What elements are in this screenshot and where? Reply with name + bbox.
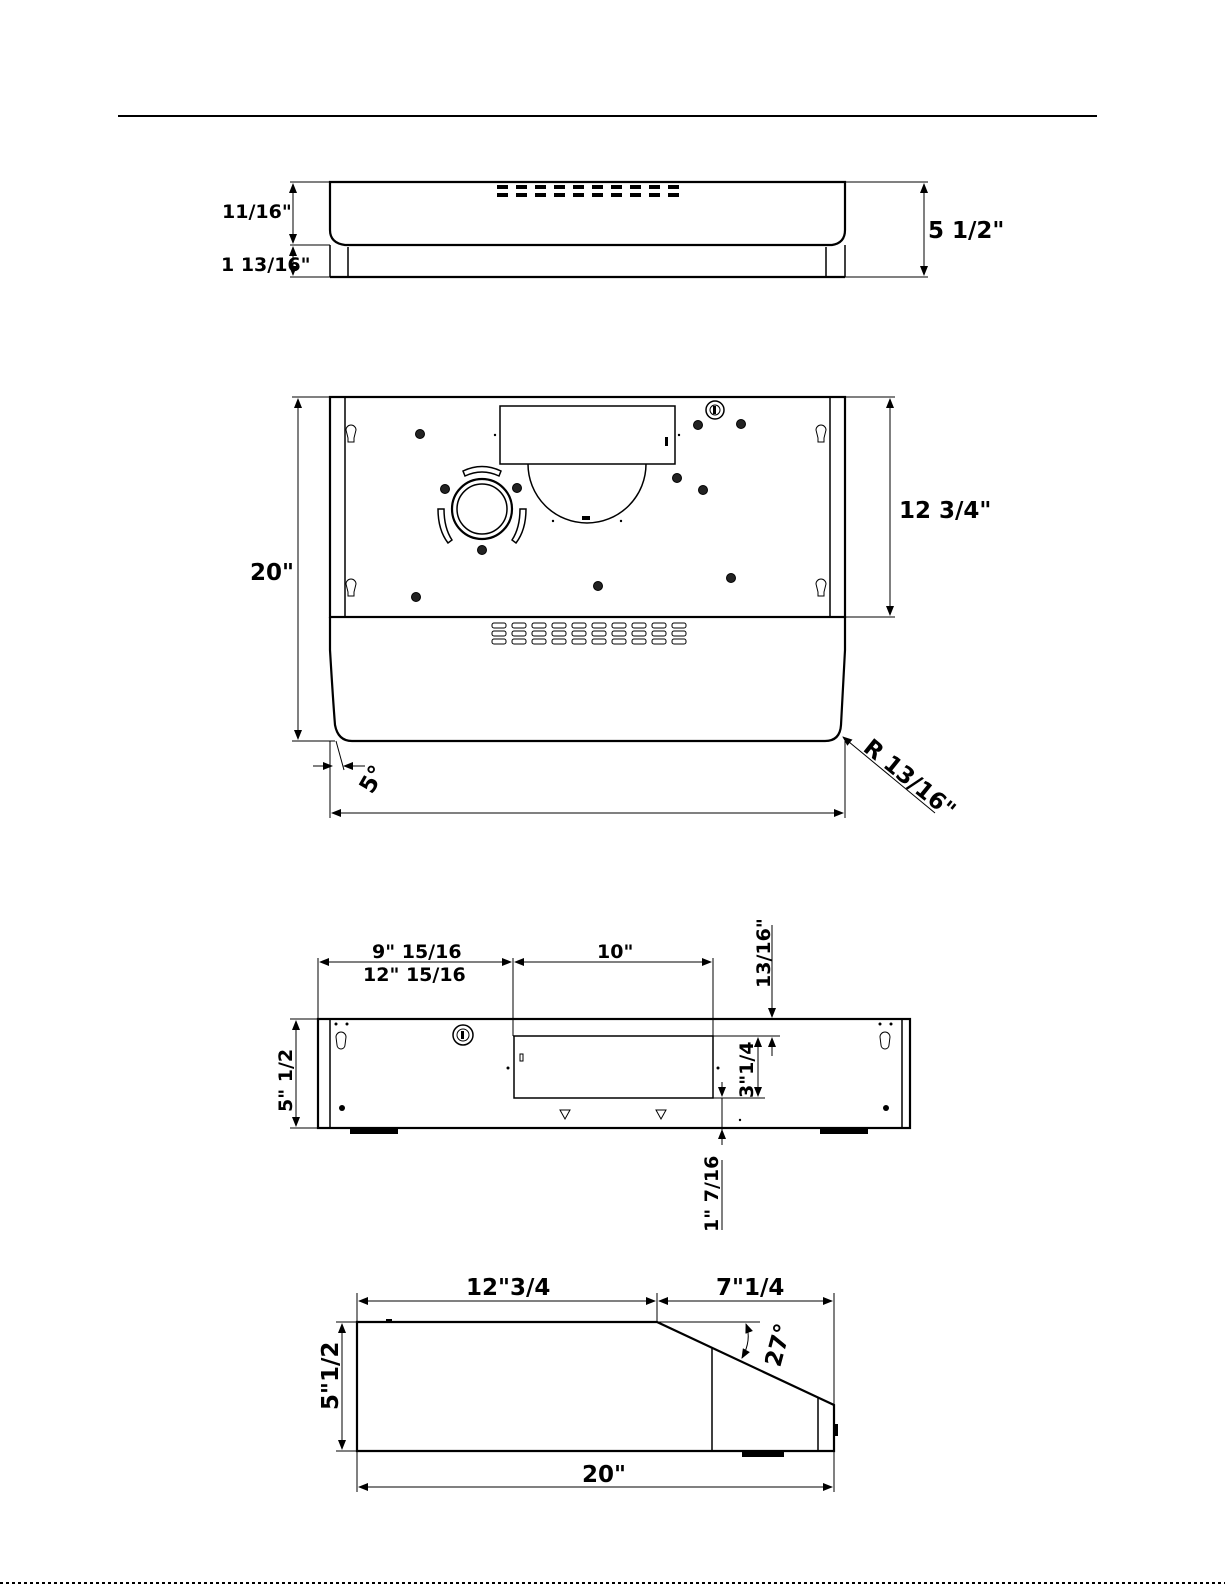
- dim-bottom-angle: 5°: [355, 761, 391, 798]
- dim-back-height: 5" 1/2: [275, 1049, 297, 1112]
- dim-corner-radius: R 13/16": [858, 734, 960, 824]
- dim-side-back-depth: 12"3/4: [466, 1275, 550, 1301]
- front-view: 11/16" 1 13/16" 5 1/2": [221, 182, 1004, 277]
- back-view: 9" 15/16 12" 15/16 10" 13/16" 5" 1/2 3"1…: [275, 918, 910, 1232]
- dim-side-angle: 27°: [761, 1321, 797, 1370]
- dim-top-gap: 13/16": [753, 918, 775, 988]
- dim-offset-b: 12" 15/16: [363, 964, 466, 986]
- bottom-view: 20" 12 3/4" 5° R 13/16": [250, 397, 991, 824]
- dim-side-total-depth: 20": [582, 1462, 626, 1488]
- dim-duct-height: 3"1/4: [736, 1042, 758, 1099]
- dim-bottom-gap: 1" 7/16: [701, 1156, 723, 1232]
- dim-bottom-depth: 20": [250, 560, 294, 586]
- front-vent-slots: [497, 185, 679, 197]
- dim-top-section: 11/16": [222, 201, 292, 223]
- motor-opening: [438, 467, 526, 544]
- dim-front-height: 5 1/2": [928, 218, 1004, 244]
- dim-back-section: 12 3/4": [899, 498, 991, 524]
- dim-side-height: 5"1/2: [318, 1342, 344, 1410]
- bottom-vent-slots: [492, 623, 686, 644]
- side-view: 12"3/4 7"1/4 27° 5"1/2 20": [318, 1275, 838, 1492]
- dim-lower-section: 1 13/16": [221, 254, 311, 276]
- dim-offset-a: 9" 15/16: [372, 941, 462, 963]
- dim-side-front-depth: 7"1/4: [716, 1275, 784, 1301]
- dim-duct-width: 10": [597, 941, 633, 963]
